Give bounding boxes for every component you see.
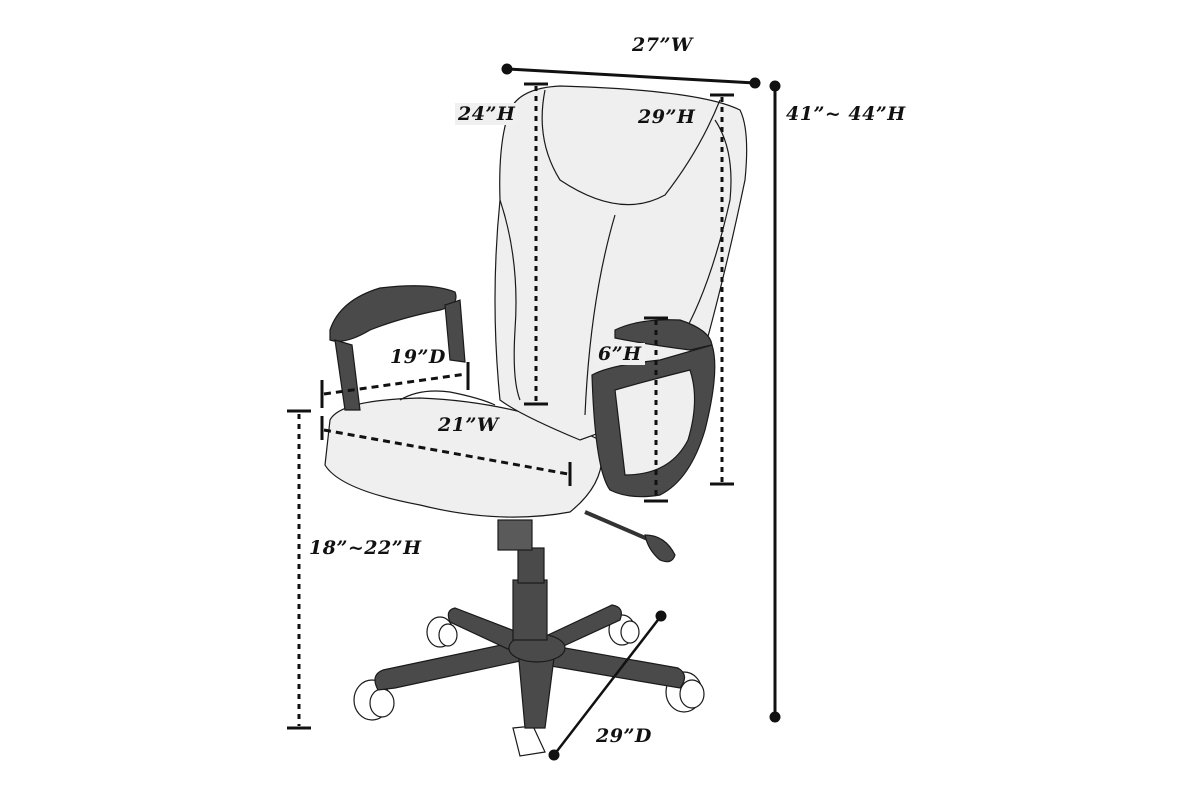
- chair-seat: [324, 390, 603, 518]
- overall-height-label: 41”~ 44”H: [786, 103, 906, 125]
- armrest-height-label: 6”H: [595, 343, 645, 365]
- armrest-right: [591, 319, 716, 498]
- base-depth-label: 29”D: [596, 725, 652, 747]
- overall-width-label: 27”W: [632, 34, 693, 56]
- back-height-left-label: 24”H: [455, 103, 519, 125]
- back-height-right-label: 29”H: [638, 106, 696, 128]
- dimension-lines: [287, 63, 781, 761]
- seat-depth-label: 19”D: [390, 346, 446, 368]
- seat-height-label: 18”~22”H: [309, 537, 422, 559]
- chair-base: [353, 510, 705, 757]
- seat-width-label: 21”W: [438, 414, 499, 436]
- chair-backrest: [494, 85, 748, 441]
- armrest-left: [329, 285, 466, 411]
